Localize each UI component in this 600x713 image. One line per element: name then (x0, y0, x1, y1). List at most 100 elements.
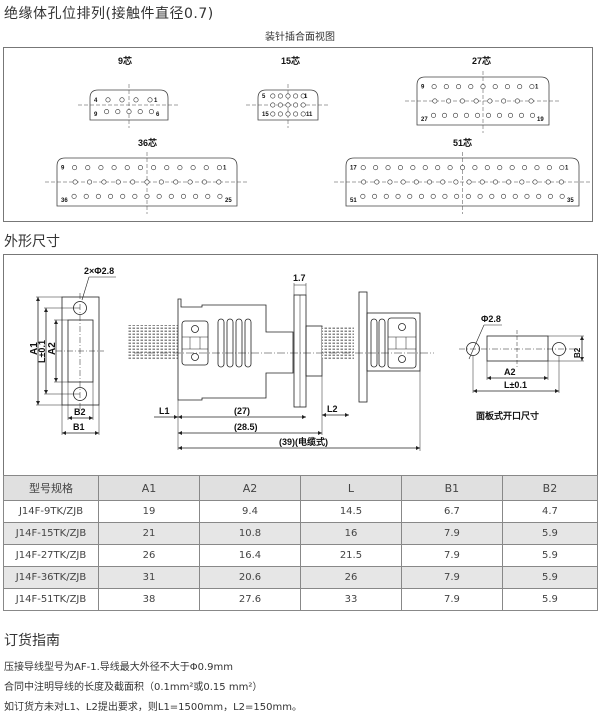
pin-number: 36 (61, 198, 68, 204)
hole-dim-label: 2×Φ2.8 (84, 266, 114, 276)
cell-a2: 10.8 (199, 522, 301, 545)
pin-hole (201, 179, 207, 185)
b2-label: B2 (74, 407, 86, 417)
pin-hole (137, 165, 143, 171)
pin-hole (115, 179, 121, 185)
pin-hole (472, 165, 478, 171)
pin-hole (529, 112, 535, 118)
pin-hole (496, 112, 502, 118)
l2-label: L2 (327, 404, 338, 414)
pin-hole (443, 84, 449, 90)
pin-hole (468, 84, 474, 90)
pin-hole (441, 112, 447, 118)
pin-hole (459, 98, 465, 104)
pin-hole (529, 84, 535, 90)
panel-a2-label: A2 (504, 367, 516, 377)
pin-hole (148, 109, 154, 115)
table-header-row: 型号规格 A1 A2 L B1 B2 (2, 475, 599, 501)
pin-number: 19 (537, 117, 544, 123)
pin-hole (164, 165, 170, 171)
pin-number: 1 (223, 166, 227, 172)
pin-hole (522, 165, 528, 171)
cell-b1: 7.9 (400, 522, 503, 545)
cell-l: 21.5 (299, 544, 402, 567)
pin-hole (517, 84, 523, 90)
cell-a2: 20.6 (199, 566, 301, 589)
pin-number: 9 (94, 112, 98, 118)
pin-layout-label: 27芯 (472, 55, 491, 66)
pin-hole (285, 102, 291, 108)
pin-hole (397, 165, 403, 171)
pin-hole (559, 165, 565, 171)
pin-hole (216, 179, 222, 185)
pin-number: 5 (262, 94, 266, 100)
pin-hole (216, 165, 222, 171)
pin-hole (104, 109, 110, 115)
pin-hole (270, 102, 276, 108)
pin-hole (487, 98, 493, 104)
pin-hole (524, 193, 530, 199)
pin-hole (217, 193, 223, 199)
pin-number: 4 (94, 98, 98, 104)
pin-hole (137, 109, 143, 115)
insulator-outline (416, 76, 550, 126)
pin-hole (509, 165, 515, 171)
pin-hole (158, 179, 164, 185)
b1-label: B1 (73, 422, 85, 432)
pin-hole (293, 93, 299, 99)
pin-hole (485, 112, 491, 118)
pin-hole (130, 179, 136, 185)
cell-b1: 6.7 (400, 500, 503, 523)
l-label: L±0.1 (37, 340, 47, 363)
pin-hole (285, 93, 291, 99)
pin-hole (447, 165, 453, 171)
col-l: L (299, 475, 402, 501)
pin-hole (536, 193, 542, 199)
pin-hole (173, 179, 179, 185)
panel-b2-label: B2 (573, 347, 582, 358)
cell-model: J14F-15TK/ZJB (2, 522, 100, 545)
pin-hole (446, 98, 452, 104)
pin-number: 1 (304, 94, 308, 100)
pin-hole (144, 193, 150, 199)
pin-hole (466, 179, 472, 185)
pin-hole (435, 165, 441, 171)
insulator-outline (257, 89, 319, 121)
pin-hole (180, 193, 186, 199)
cell-l: 14.5 (299, 500, 402, 523)
cell-b2: 5.9 (501, 522, 599, 545)
a1-label: A1 (29, 342, 40, 355)
dimension-drawing: 2×Φ2.8 A1 L±0.1 A2 B2 B1 (29, 266, 584, 451)
cell-l: 33 (299, 588, 402, 611)
pin-hole (72, 165, 78, 171)
pin-hole (151, 165, 157, 171)
pin-hole (277, 111, 283, 117)
pin-hole (489, 193, 495, 199)
pin-hole (400, 179, 406, 185)
pin-hole (111, 165, 117, 171)
pin-hole (98, 165, 104, 171)
pin-hole (456, 84, 462, 90)
pin-hole (452, 112, 458, 118)
pin-hole (474, 112, 480, 118)
col-a1: A1 (98, 475, 200, 501)
pin-hole (518, 112, 524, 118)
pin-hole (168, 193, 174, 199)
pin-hole (534, 165, 540, 171)
pin-hole (504, 84, 510, 90)
cell-b2: 5.9 (501, 566, 599, 589)
pin-layout-label: 51芯 (453, 137, 472, 148)
pin-hole (427, 179, 433, 185)
pin-hole (479, 179, 485, 185)
pin-hole (119, 97, 125, 103)
pin-hole (410, 165, 416, 171)
insulator-outline (56, 157, 238, 207)
ordering-note-3: 如订货方未对L1、L2提出要求，则L1=1500mm，L2=150mm。 (4, 702, 302, 713)
